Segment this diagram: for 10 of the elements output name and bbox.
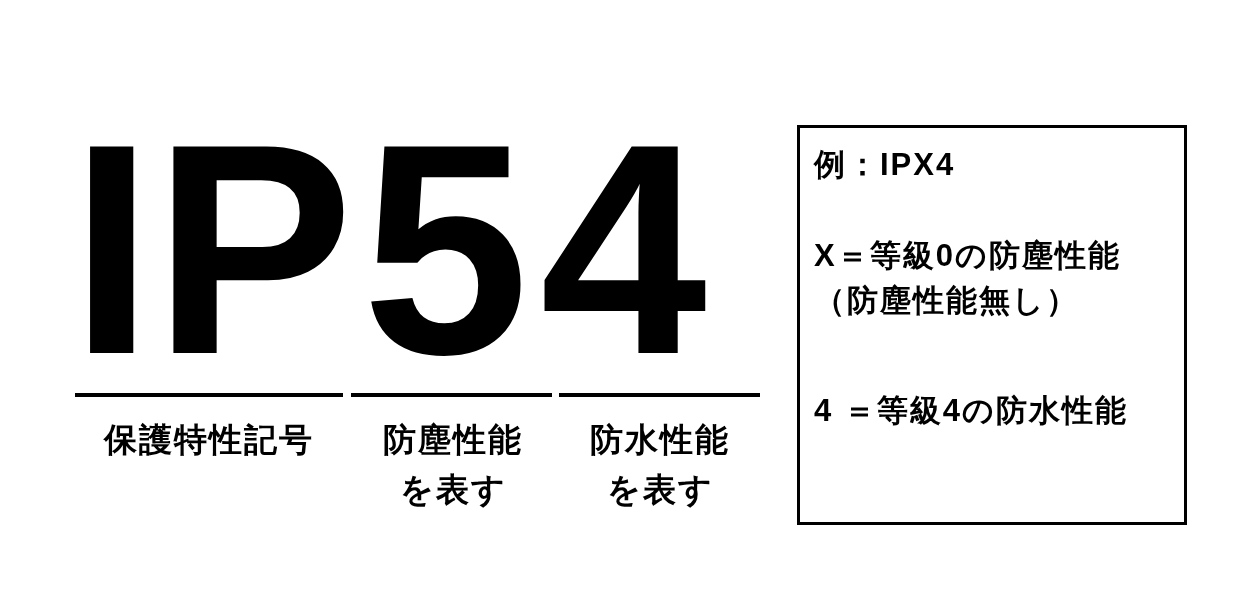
column-label: 保護特性記号 bbox=[102, 420, 315, 460]
example-box bbox=[797, 125, 1187, 525]
column-label: 防塵性能を表す bbox=[382, 420, 524, 510]
code-letters: IP bbox=[70, 138, 354, 360]
code-digit: 5 bbox=[362, 138, 529, 360]
definition-text: X＝等級0の防塵性能（防塵性能無し） bbox=[814, 237, 1122, 320]
code-digit: 4 bbox=[540, 138, 707, 360]
column-label: 防水性能を表す bbox=[589, 420, 731, 510]
example-heading: 例：IPX4 bbox=[814, 146, 957, 184]
definition-text: 4 ＝等級4の防水性能 bbox=[814, 392, 1130, 430]
